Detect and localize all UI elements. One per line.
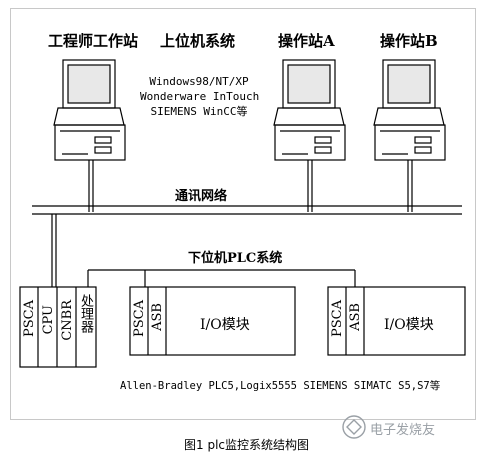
plc-system-label: 下位机PLC系统 — [188, 251, 283, 266]
figure-frame — [10, 8, 476, 420]
figure-caption: 图1 plc监控系统结构图 — [184, 438, 309, 452]
op-a-title: 操作站A — [278, 32, 335, 50]
software-os: Windows98/NT/XP — [149, 75, 249, 88]
rack1-psca: PSCA — [22, 300, 37, 337]
software-wincc: SIEMENS WinCC等 — [150, 105, 248, 118]
rack3-psca: PSCA — [330, 300, 345, 337]
computer-op-a-icon — [273, 59, 346, 161]
engineer-station-title: 工程师工作站 — [48, 32, 139, 50]
software-intouch: Wonderware InTouch — [140, 90, 260, 103]
rack3-asb: ASB — [348, 303, 363, 331]
network-label: 通讯网络 — [175, 189, 228, 204]
op-b-title: 操作站B — [380, 32, 438, 50]
vendor-list: Allen-Bradley PLC5,Logix5555 SIEMENS SIM… — [120, 380, 441, 392]
plc-bus — [87, 269, 356, 287]
host-software-list: Windows98/NT/XP Wonderware InTouch SIEME… — [140, 74, 260, 119]
rack2-asb: ASB — [150, 303, 165, 331]
rack2-psca: PSCA — [132, 300, 147, 337]
plc-rack-2 — [129, 286, 296, 356]
rack1-cpu: CPU — [41, 305, 56, 335]
rack2-io-module: I/O模块 — [200, 317, 250, 333]
watermark-logo-icon — [342, 415, 366, 439]
host-system-title: 上位机系统 — [160, 32, 236, 50]
network-bus — [32, 205, 462, 215]
plc-rack-3 — [327, 286, 466, 356]
rack1-processor: 处理器 — [78, 294, 93, 333]
plc-rack-1 — [19, 286, 97, 368]
rack3-io-module: I/O模块 — [384, 317, 434, 333]
watermark-text: 电子发烧友 — [370, 423, 436, 438]
computer-op-b-icon — [373, 59, 446, 161]
computer-engineer-icon — [53, 59, 126, 161]
rack1-cnbr: CNBR — [60, 300, 75, 341]
